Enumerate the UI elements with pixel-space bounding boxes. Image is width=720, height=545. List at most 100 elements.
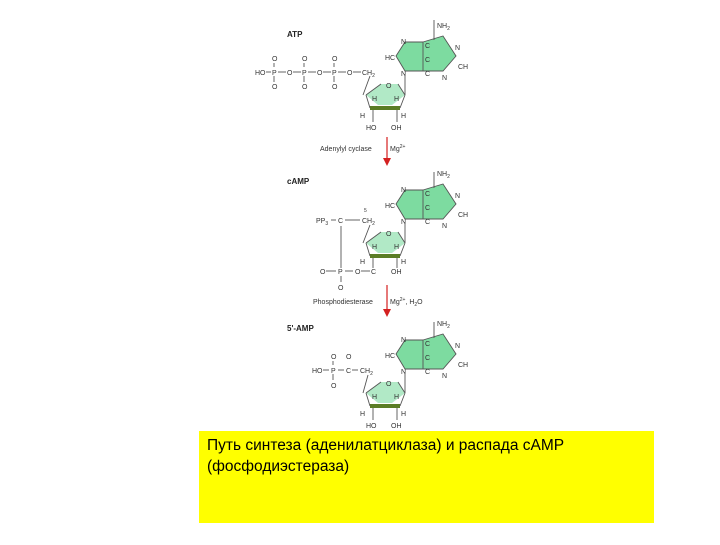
atp-nh2: NH2 — [437, 23, 450, 32]
svg-text:H: H — [394, 394, 399, 401]
svg-text:H: H — [401, 113, 406, 120]
svg-text:O: O — [302, 56, 308, 63]
svg-text:HO: HO — [255, 70, 266, 77]
svg-text:O: O — [332, 84, 338, 91]
svg-text:P: P — [332, 70, 337, 77]
atp-structure: ATP NH2 N C N C CH N C N HC HO P O P O P… — [255, 20, 468, 132]
svg-text:C: C — [338, 218, 343, 225]
svg-text:C: C — [371, 269, 376, 276]
camp-structure: cAMP NH2 N C N C CH N C N HC PP3 C CH2 5… — [287, 171, 468, 292]
svg-text:O: O — [302, 84, 308, 91]
svg-text:N: N — [401, 369, 406, 376]
svg-text:N: N — [455, 193, 460, 200]
svg-text:CH: CH — [458, 362, 468, 369]
svg-text:O: O — [272, 56, 278, 63]
svg-text:HC: HC — [385, 203, 395, 210]
svg-text:N: N — [442, 373, 447, 380]
cofactor-mg-1: Mg2+ — [390, 144, 406, 153]
cofactor-mg-h2o: Mg2+, H2O — [390, 297, 423, 308]
amp-label: 5'-AMP — [287, 324, 314, 333]
svg-text:CH2: CH2 — [360, 368, 373, 377]
caption-line-1: Путь синтеза (аденилатциклаза) и распада… — [207, 437, 565, 454]
svg-text:NH2: NH2 — [437, 171, 450, 180]
svg-text:O: O — [272, 84, 278, 91]
svg-text:O: O — [287, 70, 293, 77]
svg-text:CH2: CH2 — [362, 70, 375, 79]
svg-text:O: O — [331, 383, 337, 390]
atp-label: ATP — [287, 30, 303, 39]
svg-text:N: N — [401, 39, 406, 46]
svg-text:H: H — [372, 244, 377, 251]
svg-text:O: O — [386, 83, 392, 90]
svg-text:N: N — [401, 71, 406, 78]
svg-text:P: P — [331, 368, 336, 375]
enzyme-phosphodiesterase: Phosphodiesterase — [313, 299, 373, 306]
svg-text:O: O — [355, 269, 361, 276]
svg-text:O: O — [331, 354, 337, 361]
svg-text:HC: HC — [385, 55, 395, 62]
svg-text:PP3: PP3 — [316, 218, 328, 227]
svg-text:O: O — [346, 354, 352, 361]
camp-imidazole-ring — [422, 183, 457, 220]
svg-text:OH: OH — [391, 423, 402, 430]
svg-text:CH: CH — [458, 64, 468, 71]
svg-text:O: O — [320, 269, 326, 276]
svg-text:5: 5 — [364, 208, 367, 214]
svg-text:C: C — [425, 71, 430, 78]
svg-text:O: O — [332, 56, 338, 63]
svg-text:OH: OH — [391, 125, 402, 132]
svg-text:O: O — [386, 231, 392, 238]
svg-text:C: C — [425, 191, 430, 198]
svg-text:O: O — [347, 70, 353, 77]
svg-text:O: O — [386, 381, 392, 388]
svg-text:C: C — [425, 43, 430, 50]
svg-text:C: C — [346, 368, 351, 375]
svg-text:HO: HO — [366, 423, 377, 430]
camp-label: cAMP — [287, 177, 310, 186]
svg-text:P: P — [338, 269, 343, 276]
svg-text:H: H — [360, 259, 365, 266]
svg-text:C: C — [425, 219, 430, 226]
svg-text:P: P — [302, 70, 307, 77]
svg-text:H: H — [394, 244, 399, 251]
svg-text:HO: HO — [312, 368, 323, 375]
svg-text:HO: HO — [366, 125, 377, 132]
svg-text:H: H — [372, 394, 377, 401]
caption-line-2: (фосфодиэстераза) — [207, 458, 350, 475]
arrow-adenylyl-cyclase: Adenylyl cyclase Mg2+ — [320, 137, 406, 166]
svg-text:C: C — [425, 205, 430, 212]
svg-text:N: N — [455, 343, 460, 350]
svg-text:CH: CH — [458, 212, 468, 219]
svg-text:H: H — [394, 96, 399, 103]
svg-text:H: H — [360, 411, 365, 418]
svg-text:NH2: NH2 — [437, 321, 450, 330]
svg-text:N: N — [401, 187, 406, 194]
svg-text:C: C — [425, 341, 430, 348]
svg-text:N: N — [455, 45, 460, 52]
svg-text:O: O — [317, 70, 323, 77]
svg-text:O: O — [338, 285, 344, 292]
svg-text:C: C — [425, 369, 430, 376]
caption-box: Путь синтеза (аденилатциклаза) и распада… — [199, 431, 654, 523]
svg-text:H: H — [360, 113, 365, 120]
svg-text:C: C — [425, 355, 430, 362]
amp-imidazole-ring — [422, 333, 457, 370]
svg-text:N: N — [442, 223, 447, 230]
svg-text:H: H — [401, 411, 406, 418]
svg-text:HC: HC — [385, 353, 395, 360]
svg-text:N: N — [401, 337, 406, 344]
enzyme-adenylyl-cyclase: Adenylyl cyclase — [320, 146, 372, 153]
arrow-phosphodiesterase: Phosphodiesterase Mg2+, H2O — [313, 285, 423, 317]
svg-text:N: N — [401, 219, 406, 226]
svg-text:OH: OH — [391, 269, 402, 276]
svg-text:N: N — [442, 75, 447, 82]
svg-text:CH2: CH2 — [362, 218, 375, 227]
svg-text:C: C — [425, 57, 430, 64]
svg-text:P: P — [272, 70, 277, 77]
atp-imidazole-ring — [422, 35, 457, 72]
atp-phosphate-chain: HO P O P O P O CH2 O O O O O O — [255, 56, 375, 91]
amp-structure: 5'-AMP NH2 N C N C CH N C N HC HO P C CH… — [287, 321, 468, 430]
svg-text:H: H — [372, 96, 377, 103]
